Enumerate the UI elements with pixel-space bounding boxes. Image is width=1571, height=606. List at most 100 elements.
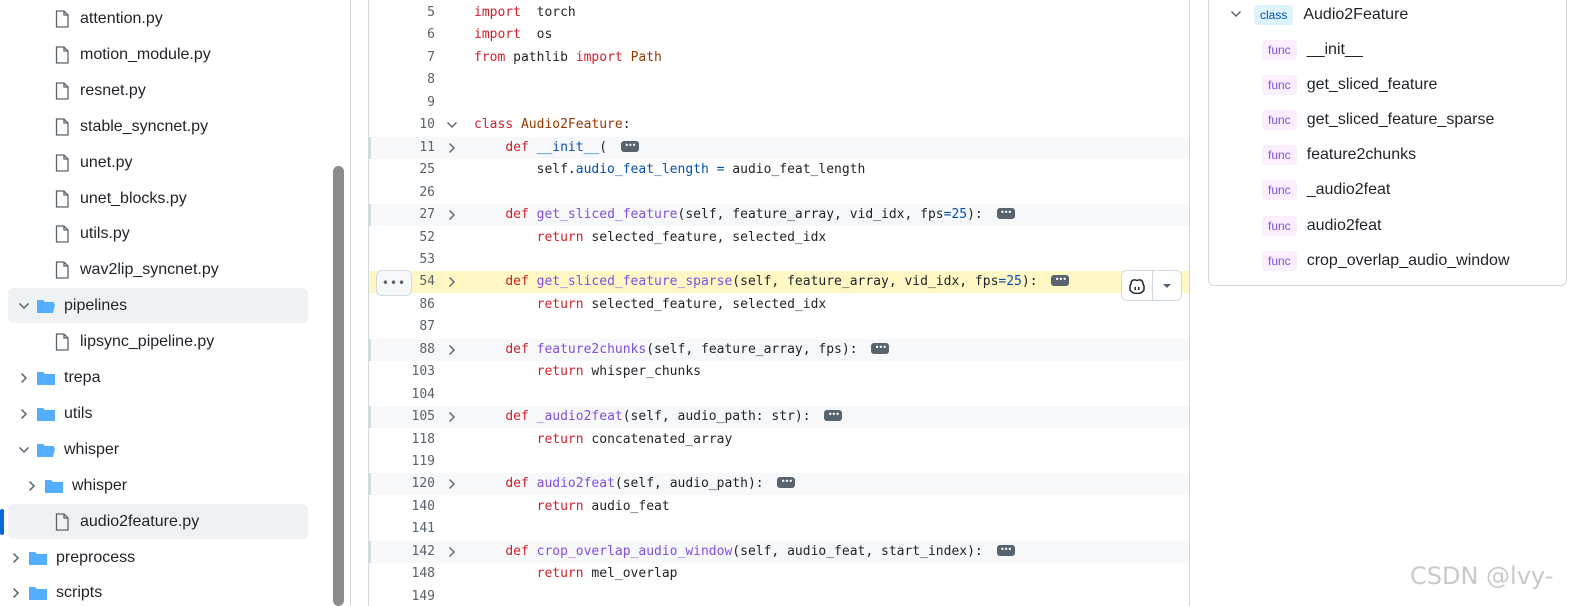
tree-file-utils-py[interactable]: utils.py bbox=[0, 216, 320, 251]
line-number[interactable]: 10 bbox=[419, 117, 435, 132]
line-number[interactable]: 103 bbox=[411, 364, 435, 379]
tree-file-resnet-py[interactable]: resnet.py bbox=[0, 73, 320, 108]
chevron-right-icon[interactable] bbox=[16, 370, 32, 386]
code-line[interactable]: 142 def crop_overlap_audio_window(self, … bbox=[369, 539, 1189, 563]
line-number[interactable]: 142 bbox=[411, 544, 435, 559]
pane-divider[interactable] bbox=[350, 0, 351, 606]
tree-folder-preprocess[interactable]: preprocess bbox=[0, 540, 320, 575]
symbol-func-audio2feat[interactable]: func_audio2feat bbox=[1262, 178, 1390, 202]
collapsed-code-ellipsis-icon[interactable] bbox=[996, 539, 1015, 561]
code-line[interactable]: 118 return concatenated_array bbox=[369, 429, 1189, 451]
copilot-dropdown-button[interactable] bbox=[1153, 271, 1181, 300]
line-number[interactable]: 5 bbox=[427, 5, 435, 20]
line-number[interactable]: 27 bbox=[419, 207, 435, 222]
code-line[interactable]: 53 bbox=[369, 249, 1189, 271]
line-number[interactable]: 53 bbox=[419, 252, 435, 267]
line-number[interactable]: 88 bbox=[419, 342, 435, 357]
symbol-func-init[interactable]: func__init__ bbox=[1262, 38, 1363, 62]
chevron-right-icon[interactable] bbox=[16, 406, 32, 422]
line-number[interactable]: 119 bbox=[411, 454, 435, 469]
code-line[interactable]: 149 bbox=[369, 586, 1189, 606]
collapsed-code-ellipsis-icon[interactable] bbox=[777, 471, 796, 493]
code-line[interactable]: 8 bbox=[369, 69, 1189, 91]
tree-folder-scripts[interactable]: scripts bbox=[0, 575, 320, 606]
tree-file-unet-py[interactable]: unet.py bbox=[0, 145, 320, 180]
tree-folder-whisper[interactable]: whisper bbox=[0, 468, 320, 503]
file-tree-scrollbar-thumb[interactable] bbox=[333, 166, 344, 606]
fold-chevron-down-icon[interactable] bbox=[445, 117, 459, 133]
code-line[interactable]: 52 return selected_feature, selected_idx bbox=[369, 227, 1189, 249]
line-options-button[interactable]: ••• bbox=[376, 270, 412, 296]
tree-folder-whisper[interactable]: whisper bbox=[0, 432, 320, 467]
code-line[interactable]: 54 def get_sliced_feature_sparse(self, f… bbox=[369, 269, 1189, 293]
line-number[interactable]: 26 bbox=[419, 185, 435, 200]
fold-chevron-right-icon[interactable] bbox=[445, 342, 459, 358]
line-number[interactable]: 118 bbox=[411, 432, 435, 447]
line-number[interactable]: 105 bbox=[411, 409, 435, 424]
collapsed-code-ellipsis-icon[interactable] bbox=[871, 337, 890, 359]
chevron-right-icon[interactable] bbox=[24, 478, 40, 494]
line-number[interactable]: 148 bbox=[411, 566, 435, 581]
fold-chevron-right-icon[interactable] bbox=[445, 544, 459, 560]
line-number[interactable]: 11 bbox=[419, 140, 435, 155]
line-number[interactable]: 52 bbox=[419, 230, 435, 245]
symbol-class-audio2feature[interactable]: class Audio2Feature bbox=[1254, 3, 1408, 27]
copilot-button[interactable] bbox=[1122, 271, 1153, 300]
chevron-down-icon[interactable] bbox=[1229, 7, 1243, 21]
code-line[interactable]: 120 def audio2feat(self, audio_path): bbox=[369, 471, 1189, 495]
line-number[interactable]: 86 bbox=[419, 297, 435, 312]
tree-file-wav2lip-syncnet-py[interactable]: wav2lip_syncnet.py bbox=[0, 252, 320, 287]
code-line[interactable]: 86 return selected_feature, selected_idx bbox=[369, 294, 1189, 316]
code-line[interactable]: 103 return whisper_chunks bbox=[369, 361, 1189, 383]
tree-folder-utils[interactable]: utils bbox=[0, 396, 320, 431]
line-number[interactable]: 149 bbox=[411, 589, 435, 604]
fold-chevron-right-icon[interactable] bbox=[445, 140, 459, 156]
code-line[interactable]: 25 self.audio_feat_length = audio_feat_l… bbox=[369, 159, 1189, 181]
tree-file-attention-py[interactable]: attention.py bbox=[0, 1, 320, 36]
line-number[interactable]: 8 bbox=[427, 72, 435, 87]
code-line[interactable]: 141 bbox=[369, 518, 1189, 540]
tree-file-unet-blocks-py[interactable]: unet_blocks.py bbox=[0, 181, 320, 216]
code-line[interactable]: 26 bbox=[369, 182, 1189, 204]
tree-file-stable-syncnet-py[interactable]: stable_syncnet.py bbox=[0, 109, 320, 144]
chevron-right-icon[interactable] bbox=[8, 585, 24, 601]
line-number[interactable]: 141 bbox=[411, 521, 435, 536]
fold-chevron-right-icon[interactable] bbox=[445, 207, 459, 223]
collapsed-code-ellipsis-icon[interactable] bbox=[996, 202, 1015, 224]
code-line[interactable]: 105 def _audio2feat(self, audio_path: st… bbox=[369, 404, 1189, 428]
code-line[interactable]: 87 bbox=[369, 316, 1189, 338]
tree-file-audio2feature-py[interactable]: audio2feature.py bbox=[8, 504, 308, 539]
line-number[interactable]: 7 bbox=[427, 50, 435, 65]
fold-chevron-right-icon[interactable] bbox=[445, 274, 459, 290]
line-number[interactable]: 25 bbox=[419, 162, 435, 177]
code-line[interactable]: 27 def get_sliced_feature(self, feature_… bbox=[369, 202, 1189, 226]
collapsed-code-ellipsis-icon[interactable] bbox=[620, 135, 639, 157]
collapsed-code-ellipsis-icon[interactable] bbox=[824, 404, 843, 426]
chevron-down-icon[interactable] bbox=[16, 298, 32, 314]
tree-file-lipsync-pipeline-py[interactable]: lipsync_pipeline.py bbox=[0, 324, 320, 359]
code-line[interactable]: 104 bbox=[369, 384, 1189, 406]
line-number[interactable]: 104 bbox=[411, 387, 435, 402]
chevron-right-icon[interactable] bbox=[8, 550, 24, 566]
code-line[interactable]: 9 bbox=[369, 92, 1189, 114]
chevron-down-icon[interactable] bbox=[16, 442, 32, 458]
fold-chevron-right-icon[interactable] bbox=[445, 409, 459, 425]
fold-chevron-right-icon[interactable] bbox=[445, 476, 459, 492]
tree-folder-pipelines[interactable]: pipelines bbox=[8, 288, 308, 323]
code-line[interactable]: 11 def __init__( bbox=[369, 135, 1189, 159]
line-number[interactable]: 120 bbox=[411, 476, 435, 491]
line-number[interactable]: 9 bbox=[427, 95, 435, 110]
code-line[interactable]: 140 return audio_feat bbox=[369, 496, 1189, 518]
tree-file-motion-module-py[interactable]: motion_module.py bbox=[0, 37, 320, 72]
line-number[interactable]: 6 bbox=[427, 27, 435, 42]
code-line[interactable]: 148 return mel_overlap bbox=[369, 563, 1189, 585]
